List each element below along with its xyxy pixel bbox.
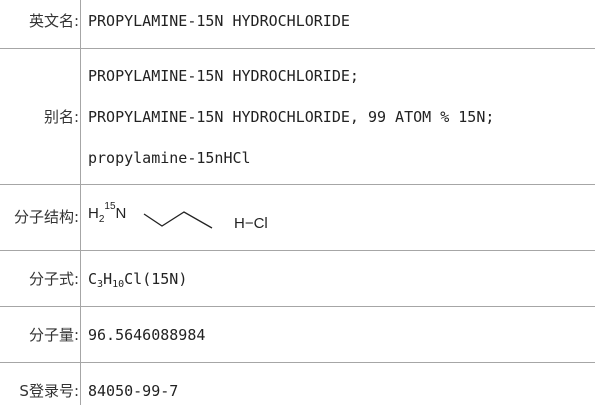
alias-item: propylamine-15nHCl bbox=[88, 149, 251, 167]
row-divider bbox=[0, 184, 595, 185]
propyl-chain-bonds bbox=[143, 211, 213, 229]
salt-label: H−Cl bbox=[234, 215, 268, 232]
row-divider bbox=[0, 48, 595, 49]
formula-carbon: C bbox=[88, 270, 98, 288]
formula-hydrogen: H bbox=[103, 270, 113, 288]
weight-label: 分子量: bbox=[28, 326, 79, 344]
amine-nitrogen: N bbox=[116, 205, 127, 222]
cas-value: 84050-99-7 bbox=[88, 382, 179, 400]
formula-value: C3H10Cl(15N) bbox=[88, 270, 188, 290]
isotope-mass: 15 bbox=[104, 201, 116, 212]
formula-rest: Cl(15N) bbox=[124, 270, 188, 288]
aliases-label: 别名: bbox=[43, 108, 79, 126]
row-divider bbox=[0, 306, 595, 307]
column-divider bbox=[80, 0, 81, 405]
amine-h-count: 2 bbox=[99, 214, 105, 225]
amine-hydrogen: H bbox=[88, 205, 99, 222]
weight-value: 96.5646088984 bbox=[88, 326, 206, 344]
svg-text:H215N: H2 15N bbox=[88, 201, 126, 225]
english-name-value: PROPYLAMINE-15N HYDROCHLORIDE bbox=[88, 12, 350, 30]
cas-label: S登录号: bbox=[19, 382, 79, 400]
alias-item: PROPYLAMINE-15N HYDROCHLORIDE; bbox=[88, 67, 359, 85]
structure-label: 分子结构: bbox=[13, 208, 79, 226]
formula-label: 分子式: bbox=[28, 270, 79, 288]
formula-hydrogen-count: 10 bbox=[112, 279, 125, 290]
english-name-label: 英文名: bbox=[28, 12, 79, 30]
formula-carbon-count: 3 bbox=[97, 279, 104, 290]
row-divider bbox=[0, 250, 595, 251]
alias-item: PROPYLAMINE-15N HYDROCHLORIDE, 99 ATOM %… bbox=[88, 108, 495, 126]
row-divider bbox=[0, 362, 595, 363]
structure-diagram: H2 15N H−Cl bbox=[88, 201, 268, 232]
